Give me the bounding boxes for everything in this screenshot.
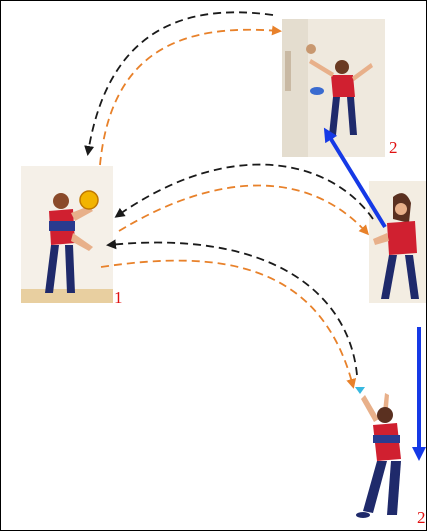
position-label-1: 1 [114,288,123,307]
pass-path-top [84,11,274,156]
return-path-top [99,25,282,166]
player-2-top-photo [282,19,385,157]
position-label-2-bottom: 2 [417,508,426,527]
pass-path-bottom [106,239,358,376]
movement-arrow-diagonal [323,127,387,229]
ball-marker-icon [355,387,365,394]
position-label-2-top: 2 [389,138,398,157]
player-2-bottom-figure [356,393,401,518]
return-path-right [118,184,370,236]
player-1-photo [21,166,113,303]
return-path-bottom [100,259,357,389]
player-2-right-photo [369,181,426,303]
volleyball-icon [79,190,99,210]
pass-path-right [114,163,374,220]
